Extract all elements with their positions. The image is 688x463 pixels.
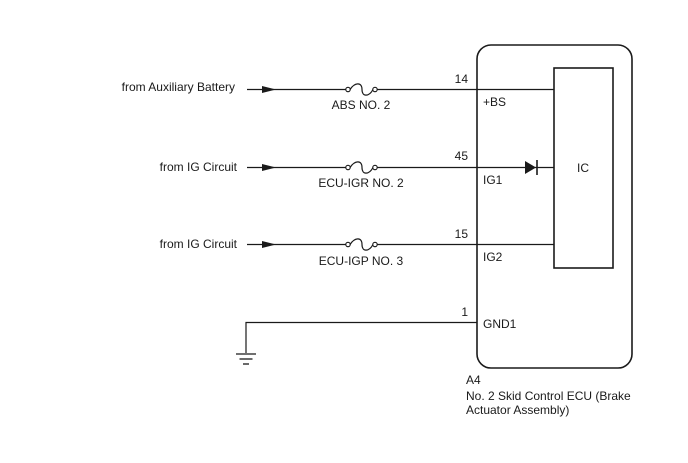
fuse-icon — [345, 161, 378, 174]
fuse-label-abs-no2: ABS NO. 2 — [332, 98, 391, 112]
circuit-bs: from Auxiliary Battery ABS NO. 2 14 +BS — [122, 72, 554, 112]
terminal-label-gnd1: GND1 — [483, 317, 517, 331]
fuse-icon — [345, 238, 378, 251]
diode-icon — [525, 160, 538, 175]
pin-number-1: 1 — [461, 305, 468, 319]
fuse-icon — [345, 83, 378, 96]
ground-wire — [245, 321, 477, 353]
source-label-auxiliary-battery: from Auxiliary Battery — [122, 80, 235, 94]
terminal-label-bs: +BS — [483, 95, 506, 109]
circuit-ground: 1 GND1 — [236, 305, 517, 365]
pin-number-45: 45 — [455, 149, 469, 163]
ground-icon — [236, 353, 256, 365]
fuse-label-ecu-igr-no2: ECU-IGR NO. 2 — [318, 176, 404, 190]
circuit-ig2: from IG Circuit ECU-IGP NO. 3 15 IG2 — [160, 227, 554, 268]
circuit-ig1: from IG Circuit ECU-IGR NO. 2 45 IG1 — [160, 149, 554, 190]
fuse-label-ecu-igp-no3: ECU-IGP NO. 3 — [319, 254, 404, 268]
connector-name-line2: Actuator Assembly) — [466, 403, 569, 417]
ic-label: IC — [577, 161, 589, 175]
terminal-label-ig1: IG1 — [483, 173, 503, 187]
connector-code: A4 — [466, 373, 481, 387]
source-label-ig-circuit-2: from IG Circuit — [160, 237, 238, 251]
ic-box — [553, 67, 614, 269]
source-label-ig-circuit-1: from IG Circuit — [160, 160, 238, 174]
connector-name-line1: No. 2 Skid Control ECU (Brake — [466, 389, 631, 403]
terminal-label-ig2: IG2 — [483, 250, 503, 264]
pin-number-15: 15 — [455, 227, 469, 241]
pin-number-14: 14 — [455, 72, 469, 86]
